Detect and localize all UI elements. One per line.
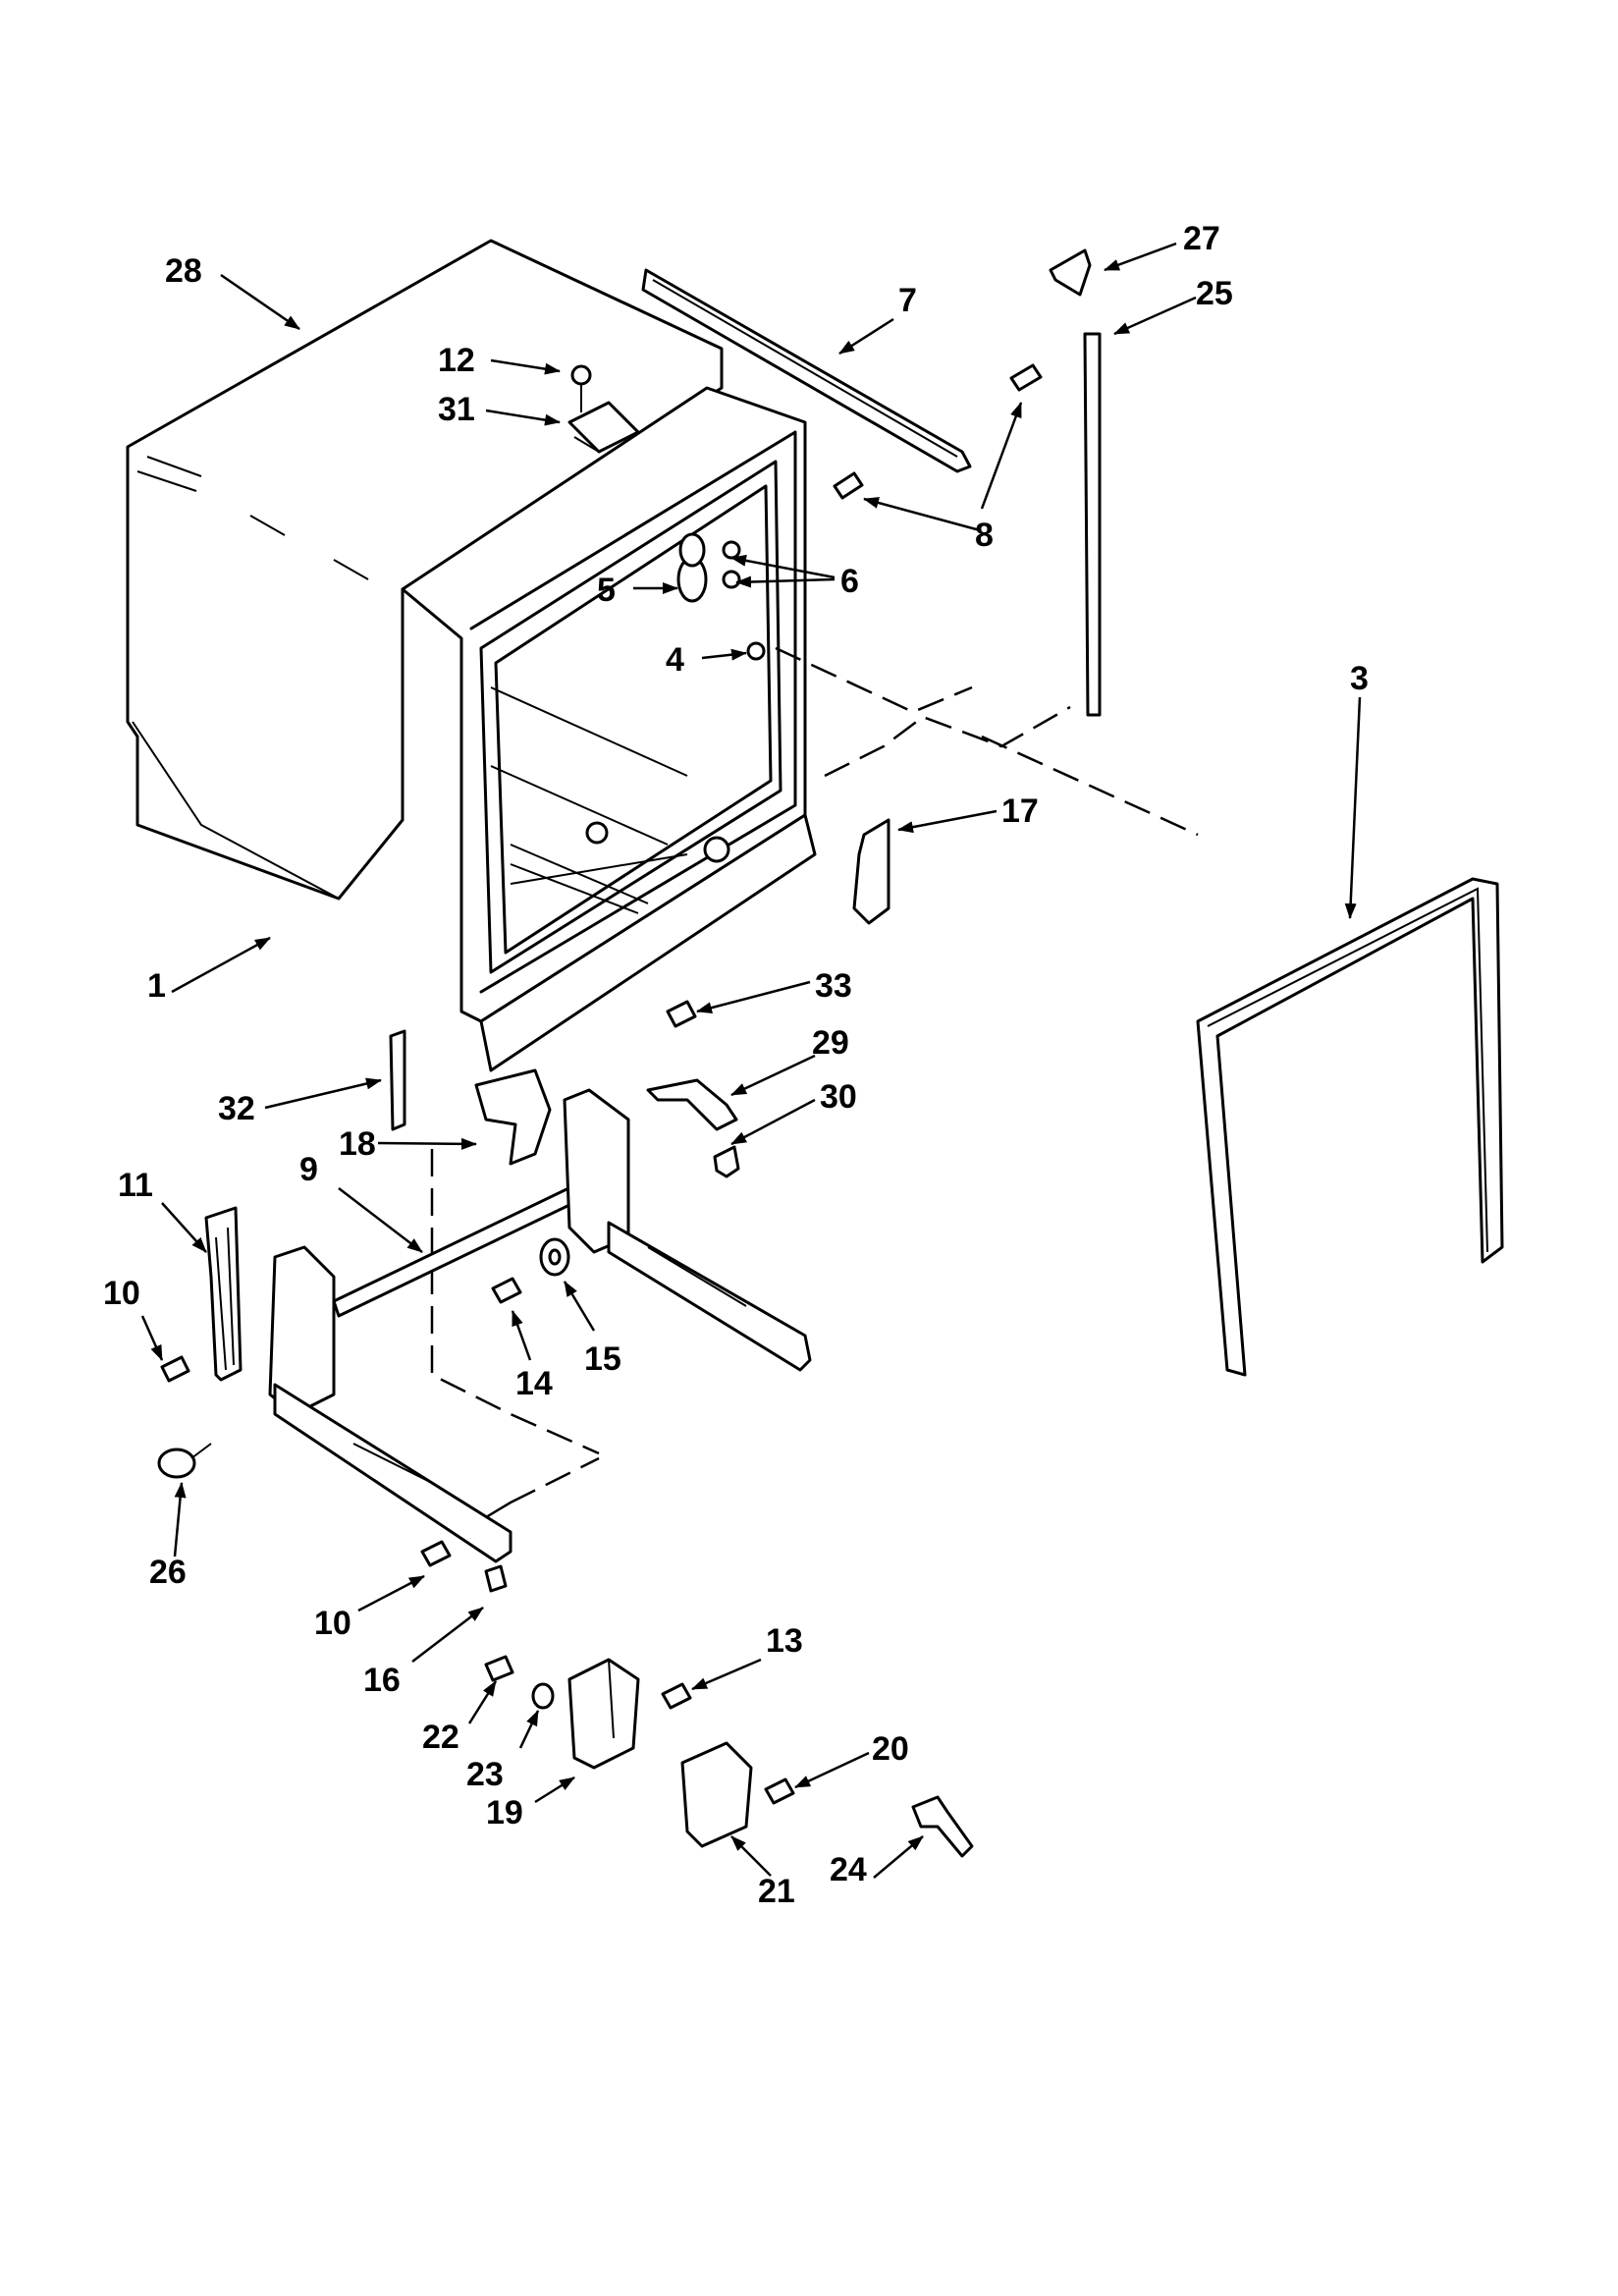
callout-27: 27 xyxy=(1183,220,1220,257)
callout-10b: 10 xyxy=(314,1605,351,1642)
valve-bracket xyxy=(676,532,708,603)
anti-tip-screw xyxy=(160,1355,190,1383)
callout-26: 26 xyxy=(149,1554,187,1591)
callout-12: 12 xyxy=(438,342,475,379)
support-bracket xyxy=(680,1741,753,1848)
callout-24: 24 xyxy=(830,1851,867,1888)
callout-31: 31 xyxy=(438,391,475,428)
callout-25: 25 xyxy=(1196,275,1233,312)
grommets xyxy=(722,540,741,589)
bracket-bolt xyxy=(484,1655,514,1682)
door-strike xyxy=(852,818,890,925)
callout-10a: 10 xyxy=(103,1275,140,1312)
callout-8: 8 xyxy=(975,517,994,554)
callout-19: 19 xyxy=(486,1794,523,1831)
callout-20: 20 xyxy=(872,1730,909,1768)
callout-11: 11 xyxy=(118,1167,153,1204)
callout-3: 3 xyxy=(1350,660,1369,697)
tub-bracket xyxy=(567,401,640,454)
callout-7: 7 xyxy=(898,282,917,319)
callout-15: 15 xyxy=(584,1340,621,1378)
callout-33: 33 xyxy=(815,967,852,1005)
nut xyxy=(746,641,766,661)
callout-18: 18 xyxy=(339,1125,376,1163)
tub-screw xyxy=(666,1000,697,1028)
top-screw xyxy=(570,364,592,412)
callout-21: 21 xyxy=(758,1873,795,1910)
callout-32: 32 xyxy=(218,1090,255,1127)
cord-clamp xyxy=(911,1795,974,1858)
rail-screw-upper xyxy=(1009,363,1043,392)
top-rail xyxy=(641,268,972,473)
side-strip xyxy=(1083,332,1102,717)
tub-wrap-insulation xyxy=(126,239,724,901)
leader-lines xyxy=(140,242,1362,1879)
callout-13: 13 xyxy=(766,1622,803,1660)
strike-bracket xyxy=(474,1068,552,1166)
callout-14: 14 xyxy=(515,1365,553,1402)
leveling-leg-front xyxy=(484,1564,508,1593)
callout-9: 9 xyxy=(299,1151,318,1188)
bracket-screw xyxy=(764,1777,795,1805)
spacer xyxy=(389,1029,406,1131)
callout-28: 28 xyxy=(165,252,202,290)
callout-4: 4 xyxy=(666,641,684,679)
leveling-leg xyxy=(713,1145,740,1178)
callout-1: 1 xyxy=(147,967,166,1005)
base-frame xyxy=(268,1088,812,1563)
bolt-washer xyxy=(531,1682,555,1710)
callout-labels: 28 12 31 7 27 25 8 6 5 4 3 17 1 33 29 30… xyxy=(103,220,1369,1910)
callout-6: 6 xyxy=(840,563,859,600)
base-screw xyxy=(420,1540,452,1567)
callout-29: 29 xyxy=(812,1024,849,1062)
mounting-bracket xyxy=(567,1658,640,1770)
callout-30: 30 xyxy=(820,1078,857,1116)
callout-17: 17 xyxy=(1001,793,1039,830)
plug-button xyxy=(157,1443,212,1479)
callout-16: 16 xyxy=(363,1662,401,1699)
leveling-bracket xyxy=(646,1078,738,1131)
door-gasket xyxy=(1196,877,1504,1377)
rail-screw-lower xyxy=(833,471,864,500)
frame-screw xyxy=(491,1277,522,1304)
frame-washer xyxy=(539,1237,570,1277)
side-strip-cap xyxy=(1049,248,1092,297)
callout-5: 5 xyxy=(597,572,616,609)
callout-22: 22 xyxy=(422,1719,459,1756)
mounting-screw xyxy=(661,1682,692,1710)
callout-23: 23 xyxy=(466,1756,504,1793)
anti-tip-bracket xyxy=(204,1206,243,1382)
